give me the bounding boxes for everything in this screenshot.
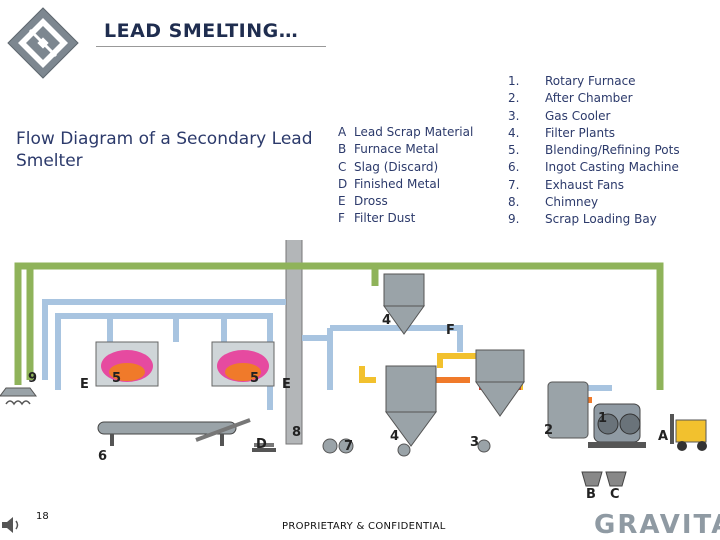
legend-item: 9.Scrap Loading Bay	[508, 212, 657, 227]
company-logo	[7, 7, 79, 79]
legend-item: 6.Ingot Casting Machine	[508, 160, 679, 175]
label-1: 1	[598, 411, 607, 426]
title-underline	[96, 46, 326, 47]
label-7: 7	[344, 439, 353, 454]
after-chamber	[547, 381, 589, 439]
legend-item: 8.Chimney	[508, 195, 599, 210]
legend-item: 7.Exhaust Fans	[508, 177, 625, 192]
refining-pot-right	[211, 341, 275, 387]
chimney	[285, 240, 303, 445]
label-4-upper: 4	[382, 313, 391, 328]
page-subtitle: Flow Diagram of a Secondary Lead Smelter	[16, 129, 313, 171]
label-4-lower: 4	[390, 429, 399, 444]
legend-item: 5.Blending/Refining Pots	[508, 143, 680, 158]
page-title: LEAD SMELTING…	[104, 20, 299, 42]
speaker-icon[interactable]	[0, 514, 26, 536]
exhaust-fans	[322, 438, 491, 457]
label-C: C	[610, 487, 620, 502]
exhaust-duct-green	[14, 262, 664, 390]
scrap-loading-bay	[0, 387, 37, 406]
legend-item: 4.Filter Plants	[508, 125, 616, 140]
confidential-notice: PROPRIETARY & CONFIDENTIAL	[282, 521, 446, 532]
ingot-casting-machine	[97, 418, 251, 446]
label-E-left: E	[80, 377, 89, 392]
label-5-left: 5	[112, 371, 121, 386]
label-E-right: E	[282, 377, 291, 392]
label-3: 3	[470, 435, 479, 450]
legend-item: 2.After Chamber	[508, 91, 633, 106]
brand-logo-text: GRAVITA	[594, 510, 720, 540]
label-8: 8	[292, 425, 301, 440]
label-9: 9	[28, 371, 37, 386]
label-B: B	[586, 487, 596, 502]
legend-item: 1.Rotary Furnace	[508, 74, 636, 88]
label-6: 6	[98, 449, 107, 464]
finished-ingots	[252, 443, 276, 452]
product-bins	[581, 471, 627, 487]
label-A: A	[658, 429, 668, 444]
rotary-furnace	[588, 403, 646, 448]
filter-plant-upper	[383, 273, 425, 335]
legend-item: 3.Gas Cooler	[508, 108, 611, 123]
filter-plant-lower	[385, 365, 437, 447]
forklift	[670, 414, 707, 451]
refining-pot-left	[95, 341, 159, 387]
slide-number: 18	[36, 511, 49, 522]
label-2: 2	[544, 423, 553, 438]
gas-cooler	[475, 349, 525, 417]
process-flow-diagram: 1 2 3 4 4 5 5 6 7 8 9 A B C D E E F	[0, 240, 707, 502]
label-D: D	[256, 437, 267, 452]
equipment-legend: 1.Rotary Furnace 2.After Chamber 3.Gas C…	[508, 73, 680, 229]
label-F: F	[446, 323, 455, 338]
label-5-right: 5	[250, 371, 259, 386]
